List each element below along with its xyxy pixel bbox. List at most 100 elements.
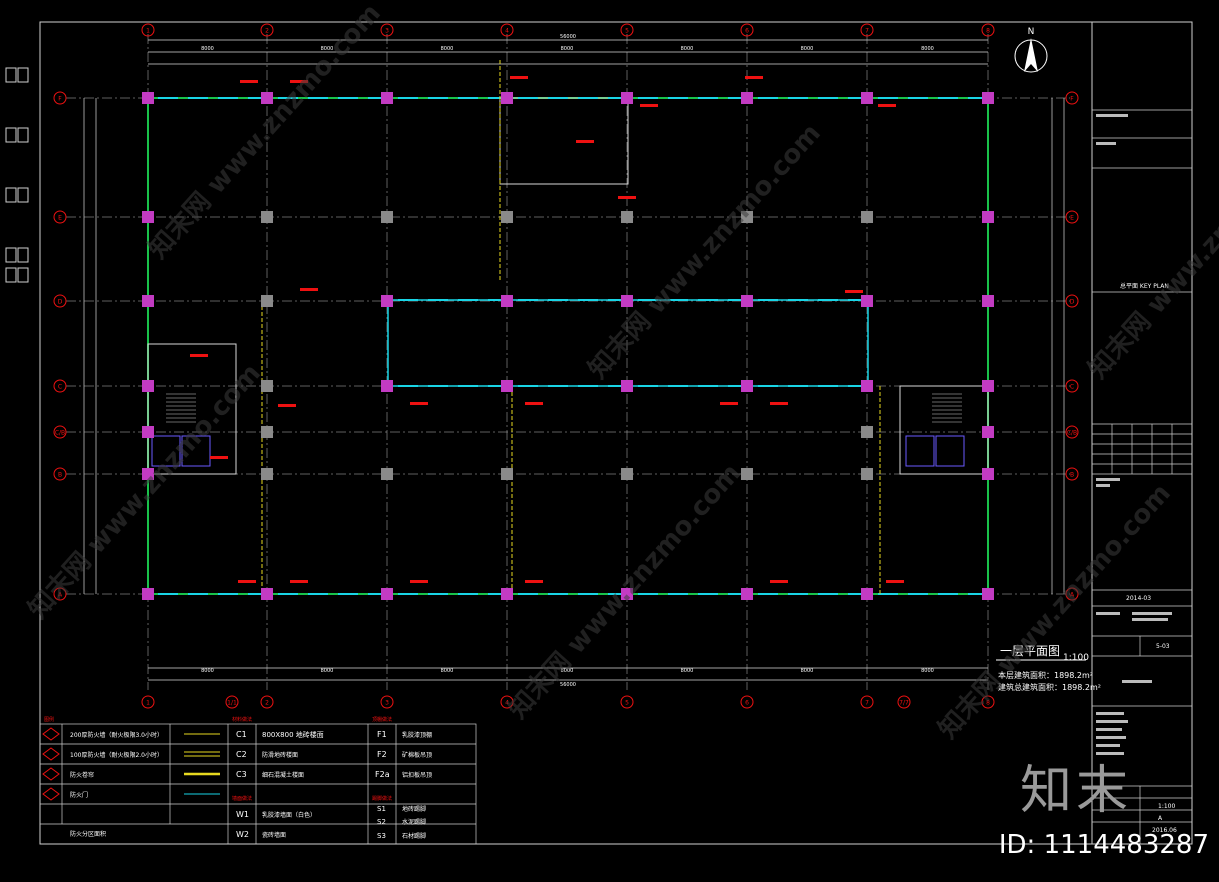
red-tag-9 — [525, 402, 543, 405]
column — [381, 588, 393, 600]
legend-item-1: 200厚防火墙（耐火极限3.0小时） — [70, 731, 163, 739]
legend-s2-text: 水泥踢脚 — [402, 818, 426, 826]
legend-w2-code: W2 — [236, 830, 249, 839]
svg-text:C/B: C/B — [1067, 430, 1077, 437]
column — [861, 380, 873, 392]
red-tag-15 — [525, 580, 543, 583]
red-tag-16 — [770, 580, 788, 583]
red-tag-3 — [745, 76, 763, 79]
column — [261, 468, 273, 480]
legend-header-f: 顶棚做法 — [372, 716, 392, 723]
grid-bubble-right-B: B — [1065, 467, 1079, 481]
grid-bubble-top-3: 3 — [380, 23, 394, 37]
svg-text:4: 4 — [505, 700, 509, 707]
column — [621, 468, 633, 480]
svg-text:F: F — [1070, 96, 1074, 103]
legend-s1-code: S1 — [377, 805, 386, 813]
watermark-3: 知末网 www.znzmo.com — [23, 358, 267, 624]
column — [741, 380, 753, 392]
column — [621, 92, 633, 104]
key-plan-label: 总平面 KEY PLAN — [1120, 282, 1169, 290]
svg-text:2: 2 — [265, 28, 269, 35]
grid-bubble-left-F: F — [53, 91, 67, 105]
red-tag-12 — [238, 580, 256, 583]
bay-dim-bottom-3: 8000 — [561, 668, 574, 674]
column — [861, 211, 873, 223]
watermarks: 知末网 www.znzmo.com 知末网 www.znzmo.com 知末网 … — [23, 0, 1219, 745]
svg-text:7: 7 — [865, 700, 869, 707]
stair-hatch — [166, 393, 962, 423]
title-block-texts: 总平面 KEY PLAN 2014-03 5-03 1:100 A 2016.0… — [1096, 114, 1177, 834]
grid-bubble-top-8: 8 — [981, 23, 995, 37]
column — [501, 380, 513, 392]
legend-item-4: 防火门 — [70, 791, 88, 799]
column — [982, 380, 994, 392]
svg-text:B: B — [1070, 472, 1074, 479]
grid-bubble-left-D: D — [53, 294, 67, 308]
column — [381, 92, 393, 104]
svg-text:F: F — [58, 96, 62, 103]
column — [261, 295, 273, 307]
red-tag-8 — [410, 402, 428, 405]
grid-bubble-right-D: D — [1065, 294, 1079, 308]
bay-dim-bottom-4: 8000 — [681, 668, 694, 674]
tb-date2: 2016.06 — [1152, 827, 1177, 834]
columns — [142, 92, 994, 600]
drawing-scale: 1:100 — [1063, 653, 1089, 663]
red-tag-11 — [770, 402, 788, 405]
legend-s1-text: 地砖踢脚 — [402, 805, 426, 813]
svg-text:5: 5 — [625, 700, 629, 707]
area-line-2: 建筑总建筑面积：1898.2m² — [998, 682, 1101, 692]
grid-bubble-bottom-5: 5 — [620, 695, 634, 709]
bay-dimension-labels: 8000800080008000800080008000800080008000… — [201, 46, 934, 674]
legend-f2-text: 矿棉板吊顶 — [402, 751, 432, 759]
grid-bubble-bottom-3: 3 — [380, 695, 394, 709]
column — [861, 92, 873, 104]
grid-bubble-top-7: 7 — [860, 23, 874, 37]
bay-dim-bottom-5: 8000 — [801, 668, 814, 674]
tb-scale: 1:100 — [1158, 803, 1175, 810]
watermark-6: 知末网 www.znzmo.com — [933, 478, 1177, 744]
grid-bubble-right-A: A — [1065, 587, 1079, 601]
legend-f2a-text: 铝扣板吊顶 — [402, 771, 432, 779]
grid-bubble-bottom-7: 7 — [860, 695, 874, 709]
svg-text:2: 2 — [265, 700, 269, 707]
bay-dim-5: 8000 — [801, 46, 814, 52]
red-tag-14 — [410, 580, 428, 583]
svg-text:7/7: 7/7 — [899, 700, 909, 707]
bay-dim-0: 8000 — [201, 46, 214, 52]
legend-c3-code: C3 — [236, 770, 247, 779]
column — [741, 211, 753, 223]
svg-text:A: A — [58, 592, 63, 599]
column — [501, 92, 513, 104]
grid-bubble-top-6: 6 — [740, 23, 754, 37]
legend-f1-code: F1 — [377, 730, 387, 739]
red-tag-13 — [290, 580, 308, 583]
drawing-title: 一层平面图 — [1000, 644, 1060, 658]
watermark-4: 知末网 www.znzmo.com — [503, 458, 747, 724]
red-tag-18 — [576, 140, 594, 143]
legend-table — [39, 723, 477, 845]
grid-bubble-top-1: 1 — [141, 23, 155, 37]
dimension-lines — [83, 39, 1065, 681]
grid-bubble-top-5: 5 — [620, 23, 634, 37]
svg-text:1/1: 1/1 — [227, 700, 237, 707]
id-label: ID: 1114483287 — [998, 830, 1209, 860]
building-walls — [147, 97, 989, 595]
column — [142, 588, 154, 600]
column — [142, 92, 154, 104]
legend-s2-code: S2 — [377, 818, 386, 826]
svg-text:7: 7 — [865, 28, 869, 35]
legend-s3-code: S3 — [377, 832, 386, 840]
red-tag-6 — [300, 288, 318, 291]
svg-text:1: 1 — [146, 28, 150, 35]
north-label: N — [1028, 27, 1035, 37]
legend-w1-code: W1 — [236, 810, 249, 819]
column — [982, 588, 994, 600]
bay-dim-4: 8000 — [681, 46, 694, 52]
legend-w2-text: 瓷砖墙面 — [262, 831, 286, 839]
svg-text:6: 6 — [745, 700, 749, 707]
grid-bubble-bottom-1: 1 — [141, 695, 155, 709]
grid-bubble-top-2: 2 — [260, 23, 274, 37]
